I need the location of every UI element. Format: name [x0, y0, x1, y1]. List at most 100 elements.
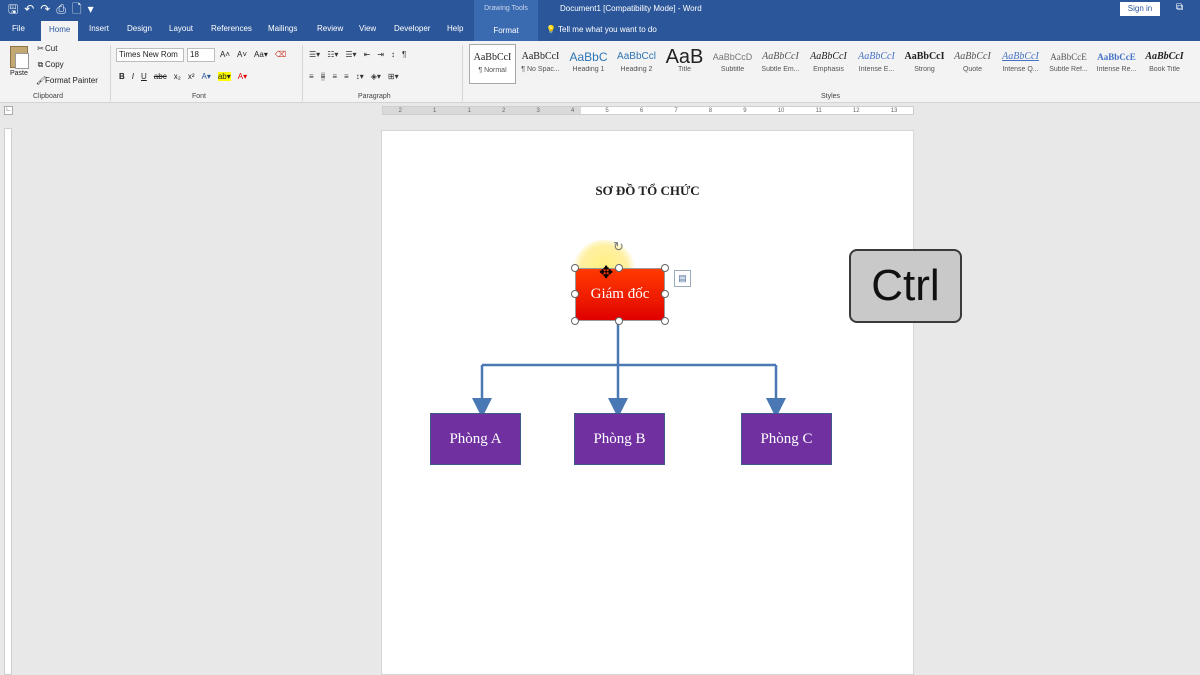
- sign-in-button[interactable]: Sign in: [1120, 2, 1160, 16]
- tab-insert[interactable]: Insert: [89, 24, 110, 33]
- highlight-icon[interactable]: ab▾: [217, 72, 231, 81]
- resize-handle[interactable]: [571, 317, 579, 325]
- paste-icon[interactable]: [10, 46, 29, 69]
- phong-b-shape[interactable]: Phòng B: [574, 413, 665, 465]
- vertical-ruler[interactable]: [4, 128, 12, 675]
- document-page[interactable]: SƠ ĐỒ TỔ CHỨC: [381, 130, 914, 675]
- style-name: ¶ Normal: [478, 67, 507, 74]
- tab-design[interactable]: Design: [127, 24, 152, 33]
- style-sample: AaBbCcI: [762, 51, 799, 62]
- change-case-icon[interactable]: Aa▾: [254, 50, 268, 59]
- align-left-icon[interactable]: ≡: [309, 72, 314, 81]
- shading-icon[interactable]: ◈▾: [370, 72, 381, 81]
- tab-layout[interactable]: Layout: [169, 24, 194, 33]
- tab-mailings[interactable]: Mailings: [268, 24, 298, 33]
- tab-help[interactable]: Help: [447, 24, 464, 33]
- document-heading[interactable]: SƠ ĐỒ TỔ CHỨC: [595, 183, 700, 198]
- align-right-icon[interactable]: ≡: [332, 72, 338, 81]
- line-spacing-icon[interactable]: ↕▾: [355, 72, 364, 81]
- save-icon[interactable]: 🖫: [8, 2, 19, 16]
- underline-icon[interactable]: U: [141, 72, 147, 81]
- resize-handle[interactable]: [571, 290, 579, 298]
- resize-handle[interactable]: [615, 317, 623, 325]
- bullets-icon[interactable]: ☰▾: [309, 50, 321, 59]
- style-sample: AaBbCcI: [1002, 51, 1039, 62]
- bold-icon[interactable]: B: [119, 72, 125, 81]
- new-document-icon[interactable]: 🗋: [71, 2, 82, 16]
- phong-a-shape[interactable]: Phòng A: [430, 413, 521, 465]
- style-intense-quote[interactable]: AaBbCcI Intense Q...: [997, 44, 1044, 84]
- italic-icon[interactable]: I: [131, 72, 135, 81]
- resize-handle[interactable]: [661, 264, 669, 272]
- tab-developer[interactable]: Developer: [394, 24, 431, 33]
- ruler-left-margin: [383, 107, 581, 114]
- resize-handle[interactable]: [615, 264, 623, 272]
- rotate-handle-icon[interactable]: ↻: [613, 239, 624, 254]
- ribbon-display-options-icon[interactable]: ⧉: [1176, 2, 1184, 13]
- text-effects-icon[interactable]: A▾: [201, 72, 211, 81]
- font-size-combobox[interactable]: 18: [187, 48, 215, 62]
- phong-b-label: Phòng B: [593, 430, 646, 447]
- style-sample: AaBbCcE: [1097, 52, 1136, 62]
- subscript-icon[interactable]: x₂: [173, 72, 181, 81]
- style-no-spacing[interactable]: AaBbCcI¶ No Spac...: [517, 44, 564, 84]
- resize-handle[interactable]: [661, 317, 669, 325]
- justify-icon[interactable]: ≡: [344, 72, 349, 81]
- style-name: Subtitle: [720, 66, 745, 73]
- cut-button[interactable]: ✂Cut: [36, 44, 57, 53]
- paragraph-group-label: Paragraph: [358, 93, 391, 100]
- print-preview-icon[interactable]: ⎙: [56, 2, 66, 16]
- multilevel-list-icon[interactable]: ☰▾: [345, 50, 357, 59]
- sort-icon[interactable]: ↕: [390, 50, 395, 59]
- tab-view[interactable]: View: [359, 24, 377, 33]
- borders-icon[interactable]: ⊞▾: [387, 72, 399, 81]
- layout-options-icon[interactable]: ▤: [674, 270, 691, 287]
- tab-file[interactable]: File: [12, 24, 25, 33]
- clear-formatting-icon[interactable]: ⌫: [274, 50, 287, 59]
- style-sample: AaBbC: [569, 50, 608, 64]
- paste-button[interactable]: Paste: [10, 70, 28, 77]
- director-shape[interactable]: Giám đốc: [575, 268, 665, 321]
- strikethrough-icon[interactable]: abc: [153, 72, 167, 81]
- style-normal[interactable]: AaBbCcI¶ Normal: [469, 44, 516, 84]
- redo-icon[interactable]: ↷: [40, 2, 51, 16]
- tab-home[interactable]: Home: [41, 21, 79, 41]
- style-name: Intense Q...: [1002, 66, 1039, 73]
- align-center-icon[interactable]: ≡: [320, 72, 326, 81]
- show-marks-icon[interactable]: ¶: [401, 50, 407, 59]
- tab-references[interactable]: References: [211, 24, 252, 33]
- tab-format[interactable]: Format: [474, 19, 538, 41]
- undo-icon[interactable]: ↶: [24, 2, 35, 16]
- increase-indent-icon[interactable]: ⇥: [377, 50, 384, 59]
- font-color-icon[interactable]: A▾: [237, 72, 248, 81]
- grow-font-icon[interactable]: A˄: [220, 50, 231, 59]
- format-painter-button[interactable]: 🖌Format Painter: [36, 76, 98, 85]
- superscript-icon[interactable]: x²: [187, 72, 195, 81]
- copy-button[interactable]: ⧉Copy: [36, 60, 64, 70]
- tell-me-search[interactable]: 💡 Tell me what you want to do: [546, 25, 657, 34]
- font-group-label: Font: [192, 93, 207, 100]
- font-name-combobox[interactable]: Times New Rom: [116, 48, 184, 62]
- resize-handle[interactable]: [661, 290, 669, 298]
- numbering-icon[interactable]: ☷▾: [327, 50, 339, 59]
- shrink-font-icon[interactable]: A˅: [237, 50, 248, 59]
- tab-review[interactable]: Review: [317, 24, 344, 33]
- customize-qat-icon[interactable]: ▾: [87, 2, 94, 16]
- resize-handle[interactable]: [571, 264, 579, 272]
- tab-selector[interactable]: ∟: [4, 106, 13, 115]
- phong-c-shape[interactable]: Phòng C: [741, 413, 832, 465]
- decrease-indent-icon[interactable]: ⇤: [363, 50, 371, 59]
